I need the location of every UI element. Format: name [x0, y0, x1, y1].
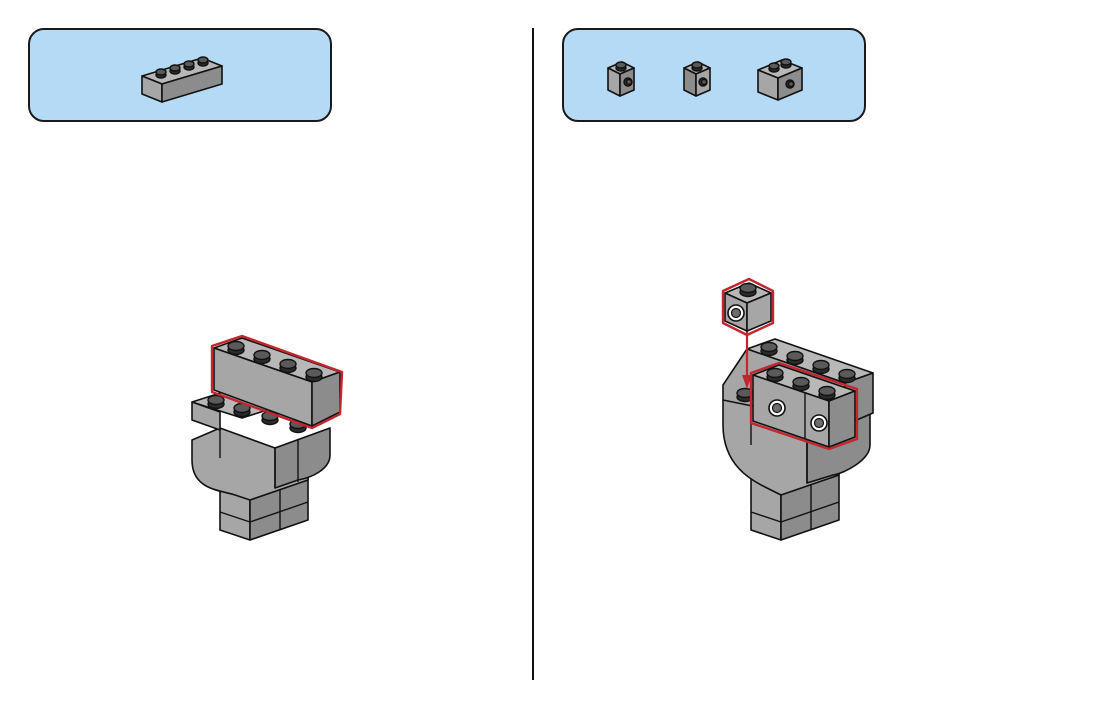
brick-1x1-side-stud-part-icon: [608, 62, 634, 96]
floating-brick-1x1: [723, 279, 773, 335]
model-step-right: [715, 275, 885, 550]
model-step-left: [180, 330, 360, 550]
parts-callout-left: [28, 28, 332, 122]
parts-callout-right: [562, 28, 866, 122]
brick-1x2-side-stud-part-icon: [758, 59, 802, 100]
curved-slope-bricks: [192, 428, 330, 500]
parts-list-left: [30, 30, 334, 124]
step-divider: [532, 28, 534, 680]
brick-1x4-part-icon: [142, 57, 222, 102]
brick-1x1-side-stud-part-icon: [684, 62, 710, 96]
parts-list-right: [564, 30, 868, 124]
